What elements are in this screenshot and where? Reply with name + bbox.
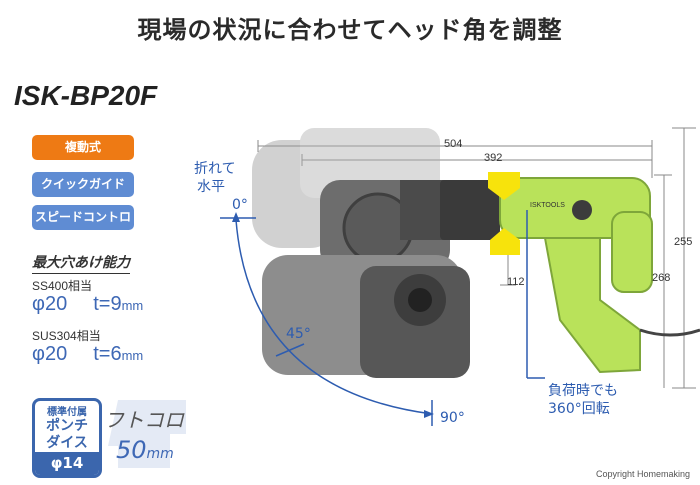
standard-accessory-badge: 標準付属 ポンチ ダイス φ14 — [32, 398, 102, 478]
punch-head — [262, 180, 470, 378]
dim-112: 112 — [507, 276, 525, 288]
badge-speed-control: スピードコントロール — [32, 205, 134, 249]
accessory-line1: 標準付属 — [47, 407, 87, 418]
throat-label: フトコロ — [104, 408, 184, 432]
badge-double-action: 複動式 — [32, 135, 134, 160]
dim-268: 268 — [652, 272, 671, 284]
angle-fold-label: 折れて — [194, 161, 236, 177]
copyright: Copyright Homemaking — [595, 469, 690, 479]
angle-0-label: 0° — [232, 197, 248, 213]
motor-body — [499, 177, 653, 374]
angle-45-label: 45° — [286, 326, 311, 342]
power-cord — [639, 328, 700, 337]
accessory-line3: ダイス — [46, 435, 88, 451]
brand-mark: ISKTOOLS — [530, 202, 565, 209]
headline: 現場の状況に合わせてヘッド角を調整 — [137, 16, 563, 44]
dim-504: 504 — [444, 138, 463, 150]
model-name: ISK-BP20F — [14, 80, 158, 111]
spec-ss400-thickness: t=9 — [93, 293, 122, 315]
accessory-line2: ポンチ — [46, 418, 88, 434]
accessory-diameter: φ14 — [35, 452, 99, 475]
material-sus304: SUS304相当 — [32, 329, 101, 343]
angle-horizontal-label: 水平 — [197, 179, 225, 195]
dim-255: 255 — [674, 236, 693, 248]
badge-quick-guide: クイックガイド — [32, 172, 134, 197]
spec-sus304-unit: mm — [121, 348, 144, 363]
rotation-note-line2: 360°回転 — [548, 401, 610, 417]
spec-sus304-thickness: t=6 — [93, 343, 122, 365]
angle-90-label: 90° — [440, 410, 465, 426]
spec-ss400-unit: mm — [121, 298, 144, 313]
throat-number: 50 — [116, 436, 147, 464]
throat-bracket-shape — [108, 400, 186, 468]
spec-ss400: φ20 t=9mm — [32, 293, 143, 316]
angle-arc — [220, 217, 433, 426]
throat-value: 50mm — [116, 436, 174, 464]
spec-sus304-dia: φ20 — [32, 343, 68, 365]
dim-392: 392 — [484, 152, 503, 164]
spec-ss400-dia: φ20 — [32, 293, 68, 315]
throat-unit: mm — [146, 446, 174, 462]
material-ss400: SS400相当 — [32, 279, 93, 293]
coupling — [440, 180, 500, 240]
capacity-title: 最大穴あけ能力 — [32, 252, 130, 274]
spec-sus304: φ20 t=6mm — [32, 343, 143, 366]
rotation-note-line1: 負荷時でも — [548, 383, 618, 399]
yellow-rotation-markers — [488, 172, 520, 255]
